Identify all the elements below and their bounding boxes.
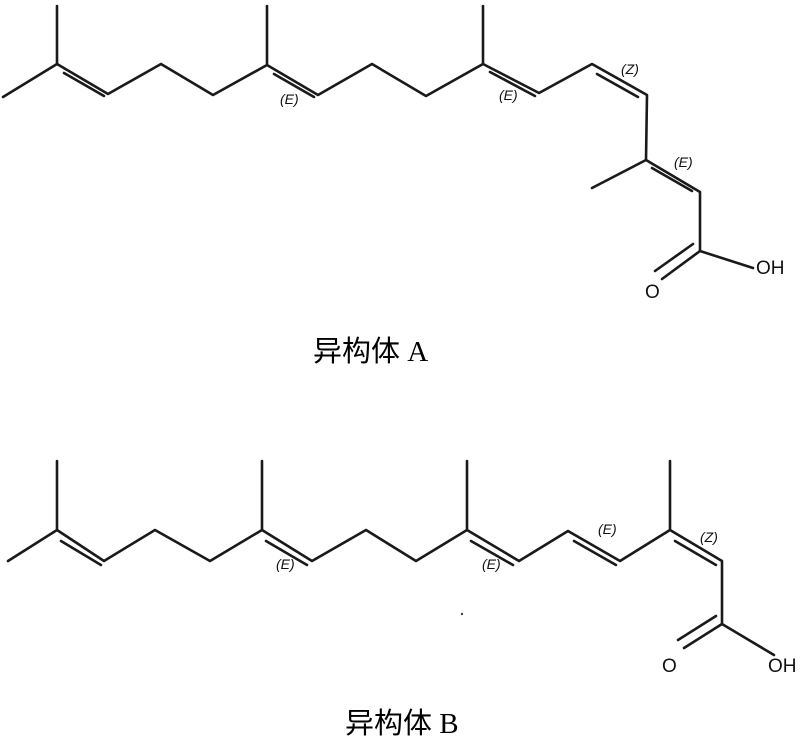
isomer-a-stereo-label-1: (E): [280, 91, 299, 107]
isomer-a-double-bond-2: [272, 72, 316, 99]
isomer-b-carbonyl-bond: [682, 622, 724, 650]
isomer-a-structure: (E) (E) (Z) (E) OH O: [1, 4, 785, 303]
isomer-b-stereo-label-1: (E): [276, 556, 295, 572]
isomer-a-carbonyl-bond-inner: [653, 242, 695, 273]
isomer-a-hydroxyl-label: OH: [756, 258, 785, 279]
isomer-b-caption: 异构体 B: [345, 707, 459, 740]
isomer-b-stereo-label-3: (E): [598, 521, 617, 537]
scan-speck: [460, 612, 464, 616]
isomer-a-double-bond-1: [62, 71, 106, 98]
isomer-b-double-bond-5: [673, 539, 718, 567]
isomer-a-carbon-chain: [1, 62, 755, 270]
isomer-b-stereo-label-4: (Z): [700, 529, 718, 545]
isomer-a-stereo-label-3: (Z): [621, 61, 639, 77]
isomer-b-double-bond-3: [469, 539, 515, 567]
isomer-b-hydroxyl-label: OH: [768, 656, 797, 677]
isomer-a-stereo-label-2: (E): [499, 87, 518, 103]
isomer-b-carbonyl-bond-inner: [676, 614, 718, 642]
isomer-a-double-bond-3: [488, 70, 537, 98]
isomer-b-oxygen-label: O: [662, 656, 677, 677]
isomer-b-carbon-chain: [6, 528, 776, 657]
isomer-b-stereo-label-2: (E): [482, 556, 501, 572]
isomer-b-double-bond-2: [264, 539, 309, 567]
isomer-b-structure: (E) (E) (E) (Z) OH O: [6, 459, 797, 677]
isomer-a-double-bond-4: [595, 72, 640, 99]
isomer-a-caption: 异构体 A: [313, 335, 428, 368]
isomer-a-stereo-label-4: (E): [674, 154, 693, 170]
isomer-a-methyl-4: [590, 158, 648, 190]
isomer-a-carbonyl-bond: [660, 249, 702, 281]
isomer-b-double-bond-1: [59, 539, 103, 567]
isomer-a-oxygen-label: O: [645, 282, 660, 303]
isomer-a-double-bond-5: [650, 166, 694, 193]
isomer-b-double-bond-4: [572, 539, 618, 567]
